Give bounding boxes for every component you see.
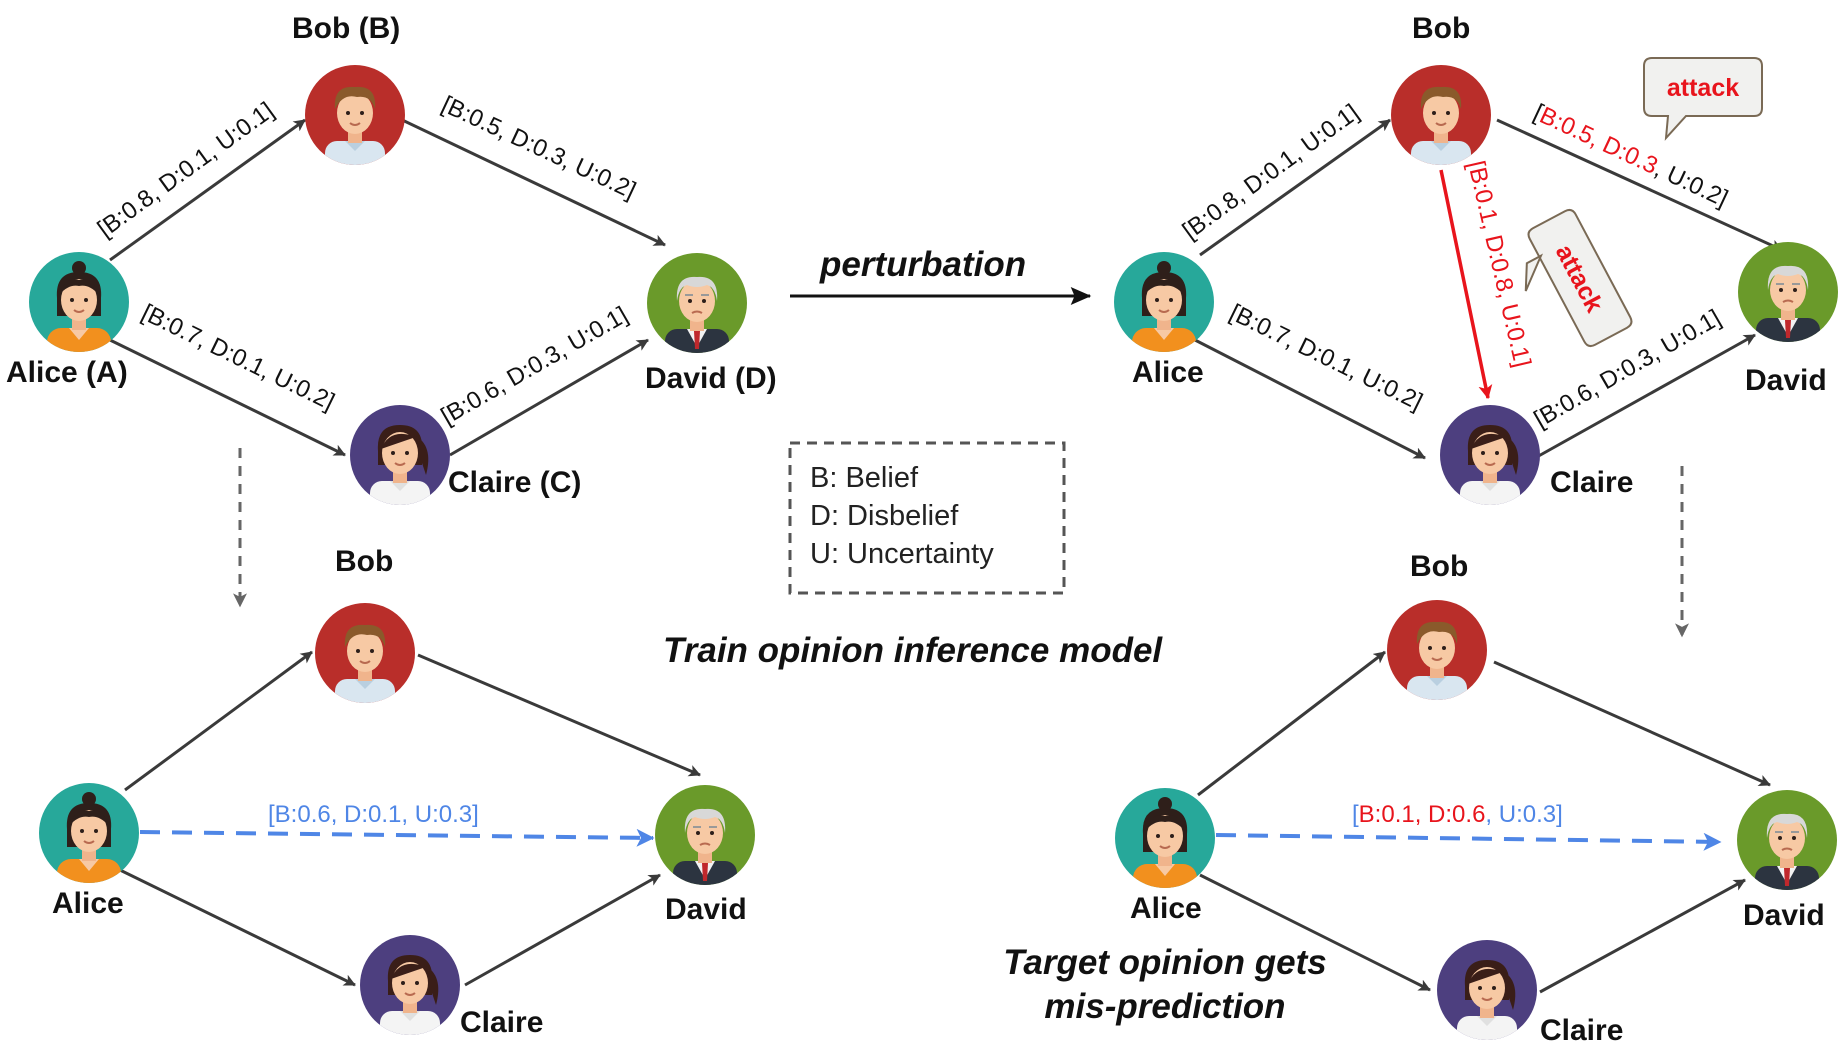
predicted-edge-alice-david [1215,832,1722,851]
node-label-claire: Claire [1550,466,1633,499]
legend-disbelief: D: Disbelief [810,500,959,532]
alice-avatar-icon [1114,252,1214,362]
edge-label-bob-david: [B:0.5, D:0.3, U:0.2] [437,91,639,205]
bob-avatar-icon [1387,600,1487,710]
edge-alice-bob [1199,118,1391,257]
edge-claire-david [1539,878,1746,994]
attack-callout-1: attack [1643,57,1763,141]
edge-bob-david [397,116,666,247]
claire-avatar-icon [1437,940,1537,1050]
node-label-bob: Bob [1412,12,1470,45]
alice-avatar-icon [39,783,139,893]
node-label-bob: Bob [1410,550,1468,583]
node-label-alice: Alice [1132,356,1204,389]
edge-label-alice-claire: [B:0.7, D:0.1, U:0.2] [1225,299,1426,416]
edge-alice-bob [109,118,306,262]
graph-original: [B:0.8, D:0.1, U:0.1] [B:0.5, D:0.3, U:0… [6,12,777,515]
target-label-line-1: Target opinion gets [1003,943,1326,982]
claire-avatar-icon [360,935,460,1045]
graph-inference-original: [B:0.6, D:0.1, U:0.3] Alice Bob Claire D… [39,545,755,1045]
node-label-alice: Alice [52,887,124,920]
legend-uncertainty: U: Uncertainty [810,538,994,570]
graph-inference-perturbed: [B:0.1, D:0.6, U:0.3] Alice Bob Claire D… [1003,550,1837,1050]
edge-claire-david [1534,333,1756,460]
david-avatar-icon [1737,790,1837,900]
edge-label-alice-bob: [B:0.8, D:0.1, U:0.1] [93,97,279,243]
edge-label-alice-bob: [B:0.8, D:0.1, U:0.1] [1178,99,1364,245]
bob-avatar-icon [1391,65,1491,175]
node-label-claire: Claire (C) [448,466,581,499]
david-avatar-icon [647,253,747,363]
edge-alice-claire [109,338,346,457]
edge-bob-david [417,653,701,777]
train-model-label: Train opinion inference model [663,631,1163,670]
edge-alice-bob [1197,650,1386,797]
target-label-line-2: mis-prediction [1044,987,1285,1026]
bob-avatar-icon [305,65,405,175]
node-label-david: David [1745,364,1827,397]
node-label-claire: Claire [460,1006,543,1039]
perturbation-step: perturbation [790,245,1092,305]
predicted-edge-label: [B:0.6, D:0.1, U:0.3] [268,801,479,828]
bob-avatar-icon [315,603,415,713]
edge-label-alice-claire: [B:0.7, D:0.1, U:0.2] [137,299,338,416]
node-label-david: David (D) [645,362,777,395]
node-label-bob: Bob [335,545,393,578]
attack-edge-label-bob-claire: [B:0.1, D:0.8, U:0.1] [1462,158,1536,369]
edge-claire-david [449,338,649,457]
predicted-edge-label: [B:0.1, D:0.6, U:0.3] [1352,801,1563,828]
node-label-bob: Bob (B) [292,12,400,45]
edge-alice-claire [1199,873,1431,992]
edge-claire-david [464,873,661,987]
node-label-alice: Alice (A) [6,356,128,389]
node-label-david: David [1743,899,1825,932]
edge-alice-claire [1194,338,1426,460]
edge-alice-claire [119,868,356,987]
graph-perturbed: [B:0.8, D:0.1, U:0.1] [B:0.5, D:0.3, U:0… [1114,12,1838,515]
node-label-claire: Claire [1540,1014,1623,1047]
edge-bob-david [1496,118,1783,252]
david-avatar-icon [655,785,755,895]
legend-box: B: Belief D: Disbelief U: Uncertainty [788,441,1066,595]
attack-edge-bob-claire [1439,169,1493,400]
attack-label-1: attack [1667,74,1739,102]
alice-avatar-icon [29,252,129,362]
claire-avatar-icon [1440,405,1540,515]
edge-bob-david [1493,660,1771,787]
edge-alice-bob [124,650,313,792]
perturbation-label: perturbation [819,245,1026,284]
predicted-edge-alice-david [139,828,655,847]
legend-belief: B: Belief [810,462,919,494]
claire-avatar-icon [350,405,450,515]
alice-avatar-icon [1115,788,1215,898]
node-label-david: David [665,893,747,926]
node-label-alice: Alice [1130,892,1202,925]
